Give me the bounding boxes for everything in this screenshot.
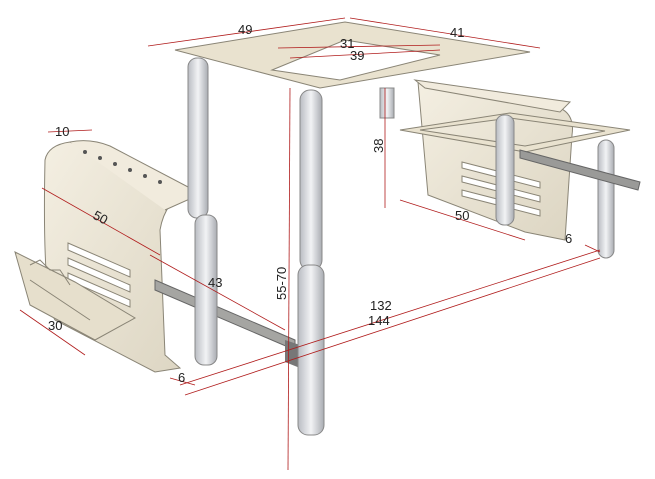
- right-cabinet: [399, 79, 641, 259]
- right-rail: [519, 149, 641, 191]
- dim-opening-width: 39: [350, 48, 364, 63]
- dim-shelf-depth: 30: [48, 318, 62, 333]
- dim-rail-length: 43: [208, 275, 222, 290]
- dim-leg-height: 55-70: [274, 267, 289, 300]
- dim-total-span: 144: [368, 313, 390, 328]
- dimension-lines: [19, 17, 601, 471]
- dim-top-depth: 41: [450, 25, 464, 40]
- right-frame: [399, 112, 631, 153]
- dim-inner-span: 132: [370, 298, 392, 313]
- left-cabinet: [14, 140, 193, 373]
- dim-left-offset: 6: [178, 370, 185, 385]
- dim-right-offset: 6: [565, 231, 572, 246]
- table-top-frame: [174, 21, 531, 89]
- dim-top-width: 49: [238, 22, 252, 37]
- dim-tray-width: 50: [455, 208, 469, 223]
- dim-tray-height: 38: [371, 139, 386, 153]
- dim-cabinet-height: 50: [91, 207, 111, 227]
- table-legs: [187, 57, 395, 436]
- dim-opening-depth: 31: [340, 36, 354, 51]
- dim-cabinet-thickness: 10: [55, 124, 69, 139]
